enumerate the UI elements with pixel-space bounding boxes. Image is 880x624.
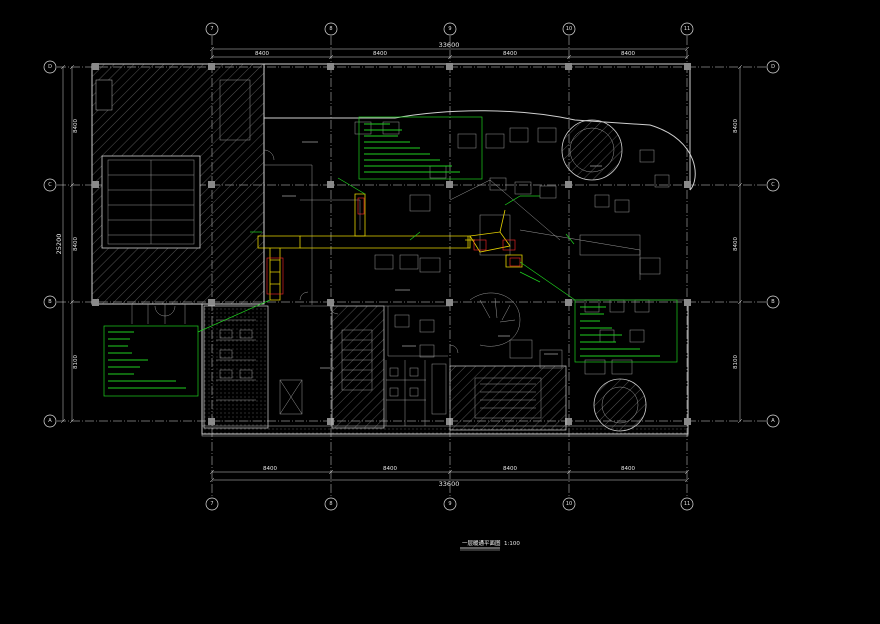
dim-top-2: 8400 xyxy=(373,51,387,57)
dim-left-2: 8400 xyxy=(73,237,79,251)
grid-bubble-right-B: B xyxy=(771,299,775,305)
grid-bubble-top-7: 7 xyxy=(210,26,213,32)
grid-bubble-bottom-8: 8 xyxy=(329,501,332,507)
dim-right-1: 8400 xyxy=(733,119,739,133)
dim-left-1: 8400 xyxy=(73,119,79,133)
dim-bottom-3: 8400 xyxy=(503,466,517,472)
dim-top-total: 33600 xyxy=(439,41,460,49)
grid-bubble-right-A: A xyxy=(771,418,775,424)
grid-bubbles-right: D C B A xyxy=(766,60,780,428)
annotation-notes xyxy=(103,116,678,397)
grid-bubble-right-C: C xyxy=(771,182,775,188)
drawing-title-block: 一层暖通平面图 1:100 xyxy=(460,539,520,551)
dim-bottom-1: 8400 xyxy=(263,466,277,472)
dimension-lines xyxy=(60,46,743,483)
dim-left-3: 8100 xyxy=(73,355,79,369)
grid-bubble-bottom-10: 10 xyxy=(566,501,572,507)
grid-bubble-right-D: D xyxy=(771,64,775,70)
dim-right-2: 8400 xyxy=(733,237,739,251)
dim-left-total: 25200 xyxy=(55,234,63,255)
grid-bubbles-top: 7 8 9 10 11 xyxy=(205,22,694,36)
grid-bubble-top-10: 10 xyxy=(566,26,572,32)
grid-bubbles-left: D C B A xyxy=(43,60,57,428)
grid-bubble-top-11: 11 xyxy=(684,26,690,32)
room-label-marks xyxy=(282,141,602,369)
drawing-title: 一层暖通平面图 xyxy=(462,539,501,547)
grid-bubble-left-C: C xyxy=(48,182,52,188)
grid-bubble-bottom-9: 9 xyxy=(448,501,451,507)
grid-bubble-left-A: A xyxy=(48,418,52,424)
dim-right-3: 8100 xyxy=(733,355,739,369)
grid-bubble-bottom-11: 11 xyxy=(684,501,690,507)
grid-bubble-top-8: 8 xyxy=(329,26,332,32)
dim-bottom-total: 33600 xyxy=(439,480,460,488)
building-walls xyxy=(91,63,696,437)
dim-top-3: 8400 xyxy=(503,51,517,57)
dim-bottom-2: 8400 xyxy=(383,466,397,472)
grid-bubble-left-B: B xyxy=(48,299,52,305)
grid-bubble-top-9: 9 xyxy=(448,26,451,32)
grid-bubble-left-D: D xyxy=(48,64,52,70)
hvac-duct xyxy=(257,193,523,301)
hvac-equipment xyxy=(266,197,521,295)
drawing-scale: 1:100 xyxy=(504,541,520,547)
dim-top-1: 8400 xyxy=(255,51,269,57)
grid-bubble-bottom-7: 7 xyxy=(210,501,213,507)
grid-bubbles-bottom: 7 8 9 10 11 xyxy=(205,497,694,511)
dim-top-4: 8400 xyxy=(621,51,635,57)
dim-bottom-4: 8400 xyxy=(621,466,635,472)
